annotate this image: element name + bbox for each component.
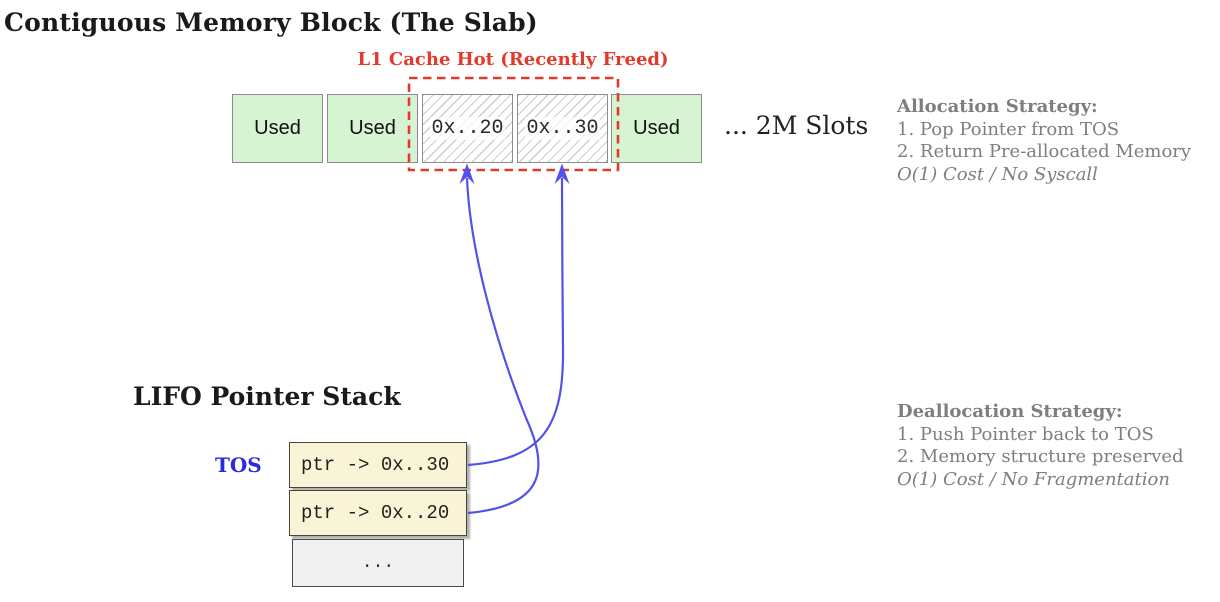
deallocation-step-1: 1. Push Pointer back to TOS xyxy=(897,423,1154,445)
arrowhead-0x20 xyxy=(459,163,475,184)
tos-label: TOS xyxy=(215,453,262,477)
slot-label: Used xyxy=(254,117,301,139)
stack-cell-label: ptr -> 0x..20 xyxy=(301,502,450,524)
more-slots-label: ... 2M Slots xyxy=(724,111,869,140)
memory-slot-used-2: Used xyxy=(327,94,418,163)
cache-hot-label: L1 Cache Hot (Recently Freed) xyxy=(357,49,669,70)
deallocation-strategy-note: Deallocation Strategy: 1. Push Pointer b… xyxy=(897,401,1217,491)
allocation-strategy-note: Allocation Strategy: 1. Pop Pointer from… xyxy=(897,96,1217,186)
deallocation-step-2: 2. Memory structure preserved xyxy=(897,446,1184,468)
arrow-tos-to-slot-0x30 xyxy=(467,177,565,467)
diagram-title: Contiguous Memory Block (The Slab) xyxy=(4,8,538,37)
allocation-cost: O(1) Cost / No Syscall xyxy=(897,163,1098,185)
allocation-heading: Allocation Strategy: xyxy=(897,96,1098,117)
arrowhead-0x30 xyxy=(554,163,570,184)
allocation-step-2: 2. Return Pre-allocated Memory xyxy=(897,141,1192,163)
slot-label: 0x..30 xyxy=(525,117,600,140)
slot-label: Used xyxy=(349,117,396,139)
stack-cell-2: ptr -> 0x..20 xyxy=(289,490,467,536)
stack-cell-tos: ptr -> 0x..30 xyxy=(289,442,467,488)
stack-title: LIFO Pointer Stack xyxy=(133,382,401,411)
memory-slot-used-3: Used xyxy=(611,94,702,163)
deallocation-cost: O(1) Cost / No Fragmentation xyxy=(897,468,1170,490)
memory-slot-used-1: Used xyxy=(232,94,323,163)
slot-label: 0x..20 xyxy=(430,117,505,140)
stack-cell-more: ... xyxy=(292,539,464,587)
stack-cell-label: ... xyxy=(361,553,395,573)
allocation-step-1: 1. Pop Pointer from TOS xyxy=(897,118,1120,140)
memory-slot-freed-0x30: 0x..30 xyxy=(517,94,608,163)
deallocation-heading: Deallocation Strategy: xyxy=(897,401,1123,422)
memory-slot-freed-0x20: 0x..20 xyxy=(422,94,513,163)
arrow-cell2-to-slot-0x20 xyxy=(465,177,540,515)
slot-label: Used xyxy=(633,117,680,139)
stack-cell-label: ptr -> 0x..30 xyxy=(301,454,450,476)
